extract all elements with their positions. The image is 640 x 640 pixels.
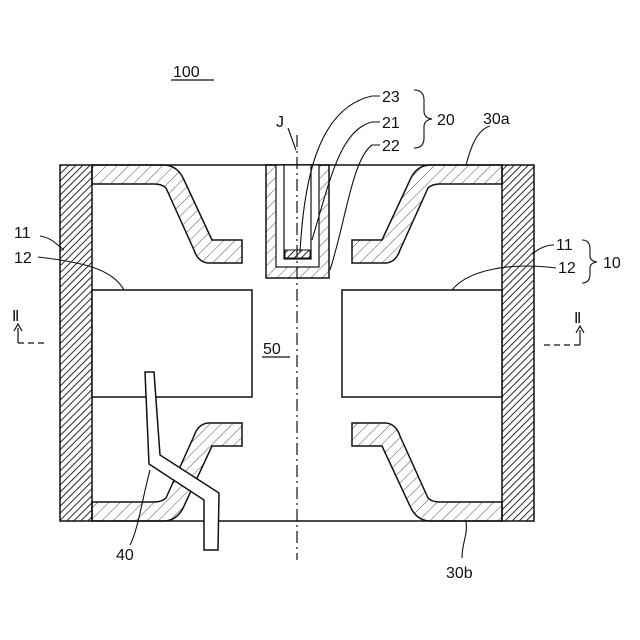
- bracket-top-left: [92, 165, 242, 263]
- core-block-right: [342, 290, 502, 397]
- label-sensor-group: 20: [437, 112, 455, 129]
- bracket-top-right: [352, 165, 502, 263]
- label-bracket-bottom: 30b: [446, 565, 473, 582]
- label-section-right: Ⅱ: [574, 311, 581, 327]
- label-housing-group: 10: [603, 255, 621, 272]
- housing-wall-left: [60, 165, 92, 521]
- label-lead: 40: [116, 547, 134, 564]
- label-axis-j: J: [276, 114, 284, 131]
- brace-10: [582, 240, 597, 283]
- label-magnet-left: 12: [14, 250, 32, 267]
- leader-11-right: [532, 245, 554, 254]
- label-title-ref: 100: [173, 64, 200, 81]
- label-sensor-element: 23: [382, 89, 400, 106]
- label-housing-right: 11: [556, 237, 573, 254]
- label-housing-left: 11: [14, 225, 31, 242]
- label-bracket-top: 30a: [483, 111, 510, 128]
- label-sensor-body: 21: [382, 115, 400, 132]
- leader-30b: [462, 521, 466, 558]
- leader-30a: [466, 126, 490, 165]
- leader-j: [288, 128, 296, 150]
- brace-20: [414, 90, 432, 148]
- label-core: 50: [263, 341, 281, 358]
- core-block-left: [92, 290, 252, 397]
- label-section-left: Ⅱ: [12, 309, 19, 325]
- bracket-bottom-right: [352, 423, 502, 521]
- label-magnet-right: 12: [558, 260, 576, 277]
- label-sensor-cover: 22: [382, 138, 400, 155]
- housing-wall-right: [502, 165, 534, 521]
